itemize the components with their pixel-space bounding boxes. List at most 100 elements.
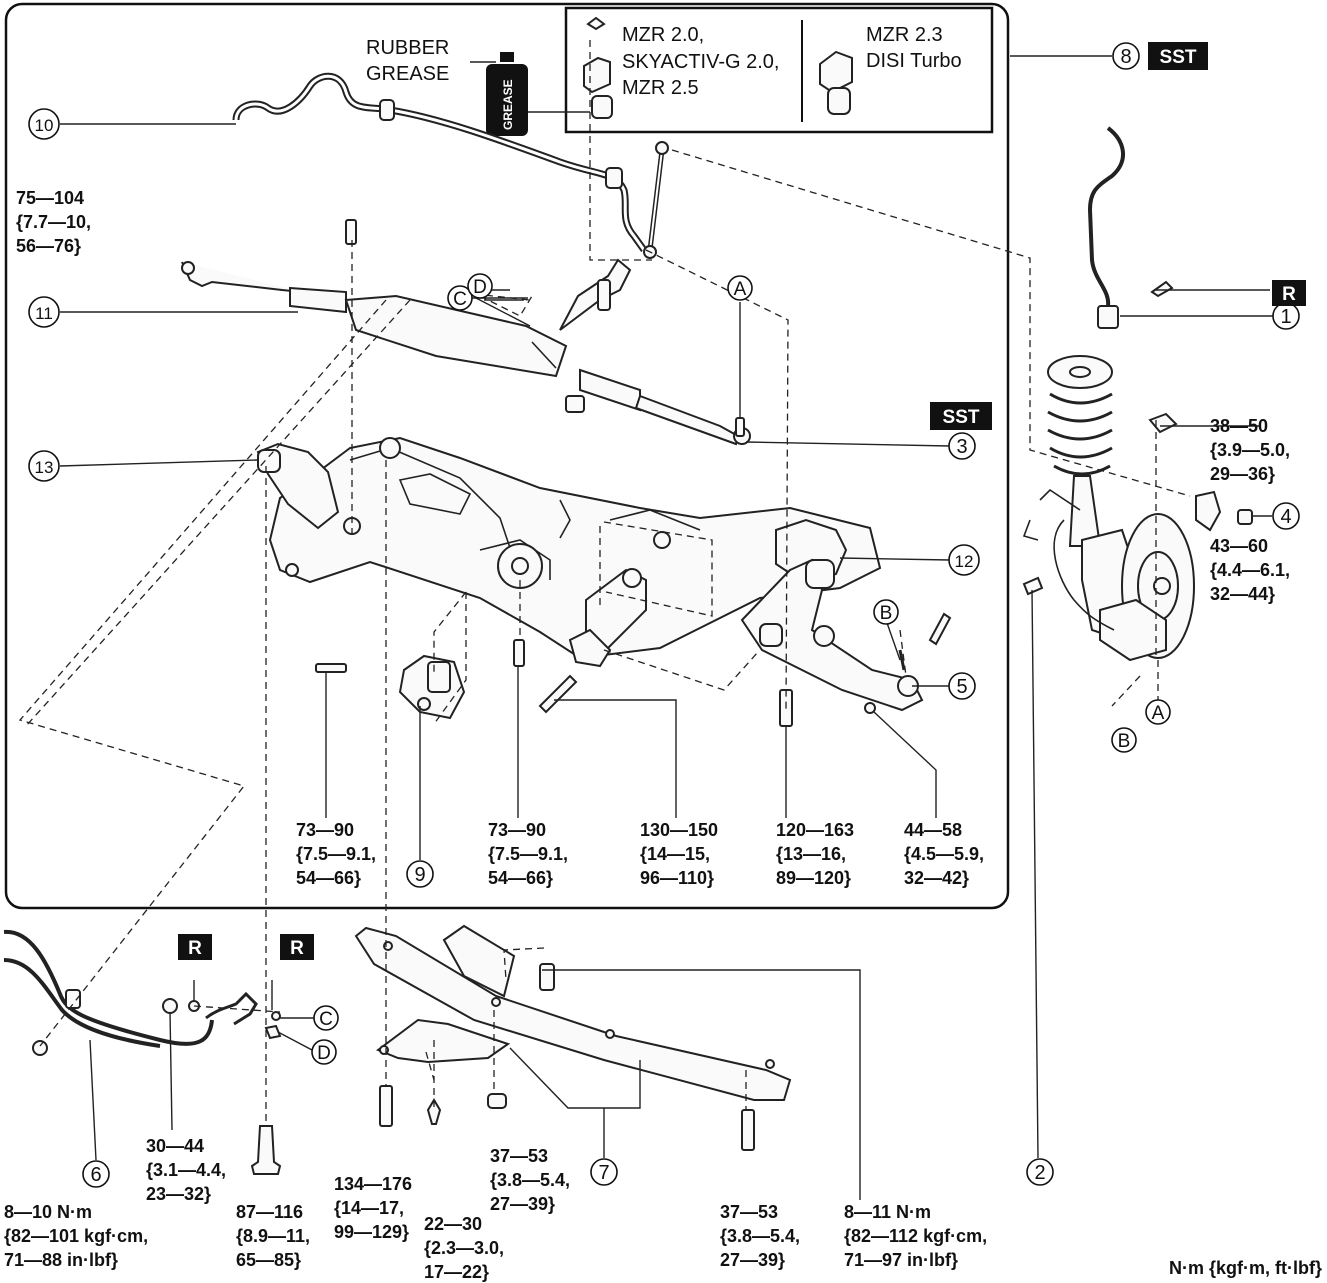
main-assembly-frame <box>4 2 1010 910</box>
svg-text:7: 7 <box>598 1162 609 1184</box>
variant-right-line-2: DISI Turbo <box>866 50 962 72</box>
svg-text:B: B <box>1118 731 1131 752</box>
link-nut <box>1195 490 1222 532</box>
svg-text:{7.7—10,: {7.7—10, <box>16 212 91 232</box>
bushing-icon-right <box>819 50 853 115</box>
variant-left-line-1: MZR 2.0, <box>622 24 704 46</box>
svg-text:1: 1 <box>1280 306 1291 328</box>
sst-badge-middle: SST <box>930 402 992 430</box>
svg-text:29—36}: 29—36} <box>1210 464 1275 484</box>
svg-text:R: R <box>290 938 304 959</box>
svg-text:3: 3 <box>956 436 967 458</box>
r-clip-upper <box>1150 280 1174 298</box>
svg-text:87—116: 87—116 <box>236 1202 303 1222</box>
marker-d-bottom: D <box>311 1039 337 1065</box>
callout-1: 1 <box>1272 302 1300 330</box>
svg-text:D: D <box>317 1043 331 1064</box>
svg-text:{82—112 kgf·cm,: {82—112 kgf·cm, <box>844 1226 987 1246</box>
front-crossmember-arm <box>256 442 340 530</box>
torque-43-60: 43—60 {4.4—6.1, 32—44} <box>1210 536 1290 604</box>
callout-10: 10 <box>28 108 60 140</box>
r-badge-right: R <box>1272 280 1306 306</box>
crossmember-brace <box>354 924 792 1101</box>
power-steering-line <box>3 929 282 1056</box>
svg-text:30—44: 30—44 <box>146 1136 204 1156</box>
svg-text:{82—101 kgf·cm,: {82—101 kgf·cm, <box>4 1226 148 1246</box>
callout-2: 2 <box>1026 1158 1054 1186</box>
stabilizer-link <box>643 141 669 259</box>
r-badge-bottom-right: R <box>280 934 314 960</box>
strut-and-spring <box>1022 355 1113 547</box>
svg-text:{3.8—5.4,: {3.8—5.4, <box>720 1226 800 1246</box>
svg-text:2: 2 <box>1034 1162 1045 1184</box>
svg-text:96—110}: 96—110} <box>640 868 714 888</box>
callout-12: 12 <box>948 544 980 576</box>
torque-30-44: 30—44 {3.1—4.4, 23—32} <box>146 1136 226 1204</box>
svg-text:134—176: 134—176 <box>334 1174 412 1194</box>
steering-knuckle <box>1053 513 1195 662</box>
sst-badge-top: SST <box>1148 42 1208 70</box>
svg-text:71—88 in·lbf}: 71—88 in·lbf} <box>4 1250 118 1270</box>
torque-8-11: 8—11 N·m {82—112 kgf·cm, 71—97 in·lbf} <box>844 1202 987 1270</box>
svg-text:{3.1—4.4,: {3.1—4.4, <box>146 1160 226 1180</box>
abs-wheel-speed-sensor <box>1087 126 1125 329</box>
r-badge-bottom-left: R <box>178 934 212 960</box>
stabilizer-bar <box>232 72 647 253</box>
svg-text:8: 8 <box>1120 46 1131 68</box>
svg-text:SST: SST <box>943 407 980 428</box>
variant-left-line-2: SKYACTIV-G 2.0, <box>622 51 779 73</box>
callout-11: 11 <box>28 296 60 328</box>
bracket-2 <box>1022 576 1044 596</box>
torque-130-150: 130—150 {14—15, 96—110} <box>640 820 718 888</box>
svg-text:17—22}: 17—22} <box>424 1262 489 1282</box>
svg-text:37—53: 37—53 <box>720 1202 778 1222</box>
svg-text:120—163: 120—163 <box>776 820 854 840</box>
torque-unit-note: N·m {kgf·m, ft·lbf} <box>1169 1258 1322 1278</box>
svg-text:32—42}: 32—42} <box>904 868 969 888</box>
svg-text:73—90: 73—90 <box>296 820 354 840</box>
svg-text:27—39}: 27—39} <box>490 1194 555 1214</box>
leader-lines <box>59 55 1274 1200</box>
svg-text:22—30: 22—30 <box>424 1214 482 1234</box>
svg-text:43—60: 43—60 <box>1210 536 1268 556</box>
marker-c-bottom: C <box>313 1005 339 1031</box>
svg-text:C: C <box>453 289 467 310</box>
svg-text:{4.4—6.1,: {4.4—6.1, <box>1210 560 1290 580</box>
svg-text:{3.9—5.0,: {3.9—5.0, <box>1210 440 1290 460</box>
engine-mount <box>398 654 466 720</box>
marker-b-arm: B <box>873 599 899 625</box>
svg-text:R: R <box>1282 284 1296 305</box>
callout-9: 9 <box>406 860 434 888</box>
svg-text:{7.5—9.1,: {7.5—9.1, <box>296 844 376 864</box>
torque-73-90-center: 73—90 {7.5—9.1, 54—66} <box>488 820 568 888</box>
svg-text:9: 9 <box>414 864 425 886</box>
grease-can-label: GREASE <box>501 79 515 130</box>
callout-13: 13 <box>28 450 60 482</box>
torque-37-53-center: 37—53 {3.8—5.4, 27—39} <box>490 1146 570 1214</box>
svg-text:71—97 in·lbf}: 71—97 in·lbf} <box>844 1250 958 1270</box>
svg-text:{7.5—9.1,: {7.5—9.1, <box>488 844 568 864</box>
svg-text:38—50: 38—50 <box>1210 416 1268 436</box>
torque-8-10: 8—10 N·m {82—101 kgf·cm, 71—88 in·lbf} <box>4 1202 148 1270</box>
variant-left-line-3: MZR 2.5 <box>622 77 699 99</box>
bottom-bolts <box>250 1085 755 1175</box>
svg-text:65—85}: 65—85} <box>236 1250 301 1270</box>
torque-120-163: 120—163 {13—16, 89—120} <box>776 820 854 888</box>
svg-text:6: 6 <box>90 1164 101 1186</box>
torque-75-104: 75—104 {7.7—10, 56—76} <box>16 188 91 256</box>
callout-7: 7 <box>590 1158 618 1186</box>
bushing-variant-inset <box>564 6 994 134</box>
svg-text:23—32}: 23—32} <box>146 1184 211 1204</box>
svg-text:54—66}: 54—66} <box>296 868 361 888</box>
svg-text:D: D <box>473 277 487 298</box>
torque-38-50: 38—50 {3.9—5.0, 29—36} <box>1210 416 1290 484</box>
marker-a-right: A <box>1145 699 1171 725</box>
svg-text:{4.5—5.9,: {4.5—5.9, <box>904 844 984 864</box>
torque-22-30: 22—30 {2.3—3.0, 17—22} <box>424 1214 504 1282</box>
callout-6: 6 <box>82 1160 110 1188</box>
svg-text:8—10 N·m: 8—10 N·m <box>4 1202 92 1222</box>
svg-text:89—120}: 89—120} <box>776 868 851 888</box>
svg-text:{8.9—11,: {8.9—11, <box>236 1226 310 1246</box>
svg-text:32—44}: 32—44} <box>1210 584 1275 604</box>
svg-text:5: 5 <box>956 676 967 698</box>
